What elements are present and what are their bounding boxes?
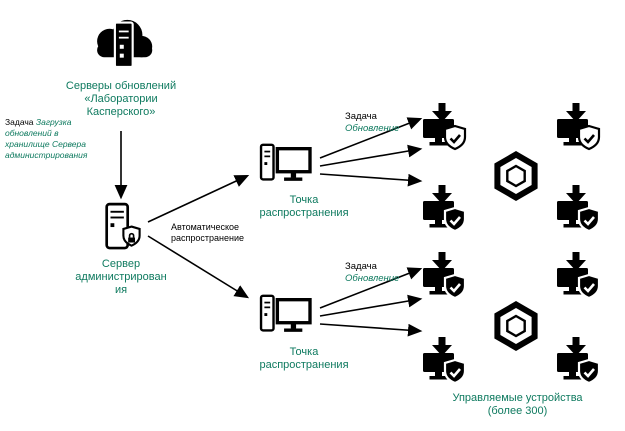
admin-server-label: Сервер администрирования [75, 258, 167, 297]
auto-distribution-label: Автоматическое распространение [171, 222, 245, 244]
distribution-point-top-icon [258, 141, 314, 189]
managed-device-icon [418, 252, 468, 302]
arrow-dp-bottom-1 [319, 267, 423, 309]
managed-device-icon [552, 252, 602, 302]
managed-devices-label: Управляемые устройства (более 300) [452, 392, 583, 418]
distribution-point-bottom-label: Точка распространения [259, 346, 349, 372]
update-task-top-prefix: Задача [345, 111, 377, 122]
update-task-top-label: Задача Обновление [345, 111, 415, 135]
update-task-bottom-label: Задача Обновление [345, 261, 415, 285]
download-task-prefix: Задача [5, 117, 34, 127]
arrow-to-distribution-point-bottom [147, 235, 250, 299]
arrow-dp-top-3 [319, 173, 423, 187]
download-task-name: Загрузка обновлений в хранилище Сервера … [5, 117, 88, 161]
update-task-top-name: Обновление [345, 122, 400, 134]
update-task-bottom-name: Обновление [345, 272, 400, 284]
arrow-dp-bottom-3 [319, 323, 423, 337]
update-task-bottom-prefix: Задача [345, 261, 377, 272]
download-task-label: Задача Загрузка обновлений в хранилище С… [5, 117, 95, 161]
managed-device-icon [552, 185, 602, 235]
hexagon-icon [490, 150, 542, 202]
managed-device-icon [418, 337, 468, 387]
managed-device-icon [552, 103, 602, 153]
hexagon-icon [490, 300, 542, 352]
arrow-dp-top-1 [319, 117, 423, 159]
arrow-to-distribution-point-top [147, 174, 250, 223]
arrow-dp-top-2 [319, 144, 423, 167]
admin-server-icon [100, 202, 142, 254]
arrow-dp-bottom-2 [319, 294, 423, 317]
distribution-point-top-label: Точка распространения [259, 194, 349, 220]
distribution-point-bottom-icon [258, 292, 314, 340]
managed-device-icon [552, 337, 602, 387]
managed-device-icon [418, 185, 468, 235]
cloud-server-icon [88, 11, 156, 75]
update-servers-label: Серверы обновлений «Лаборатории Касперск… [65, 80, 177, 119]
managed-device-icon [418, 103, 468, 153]
